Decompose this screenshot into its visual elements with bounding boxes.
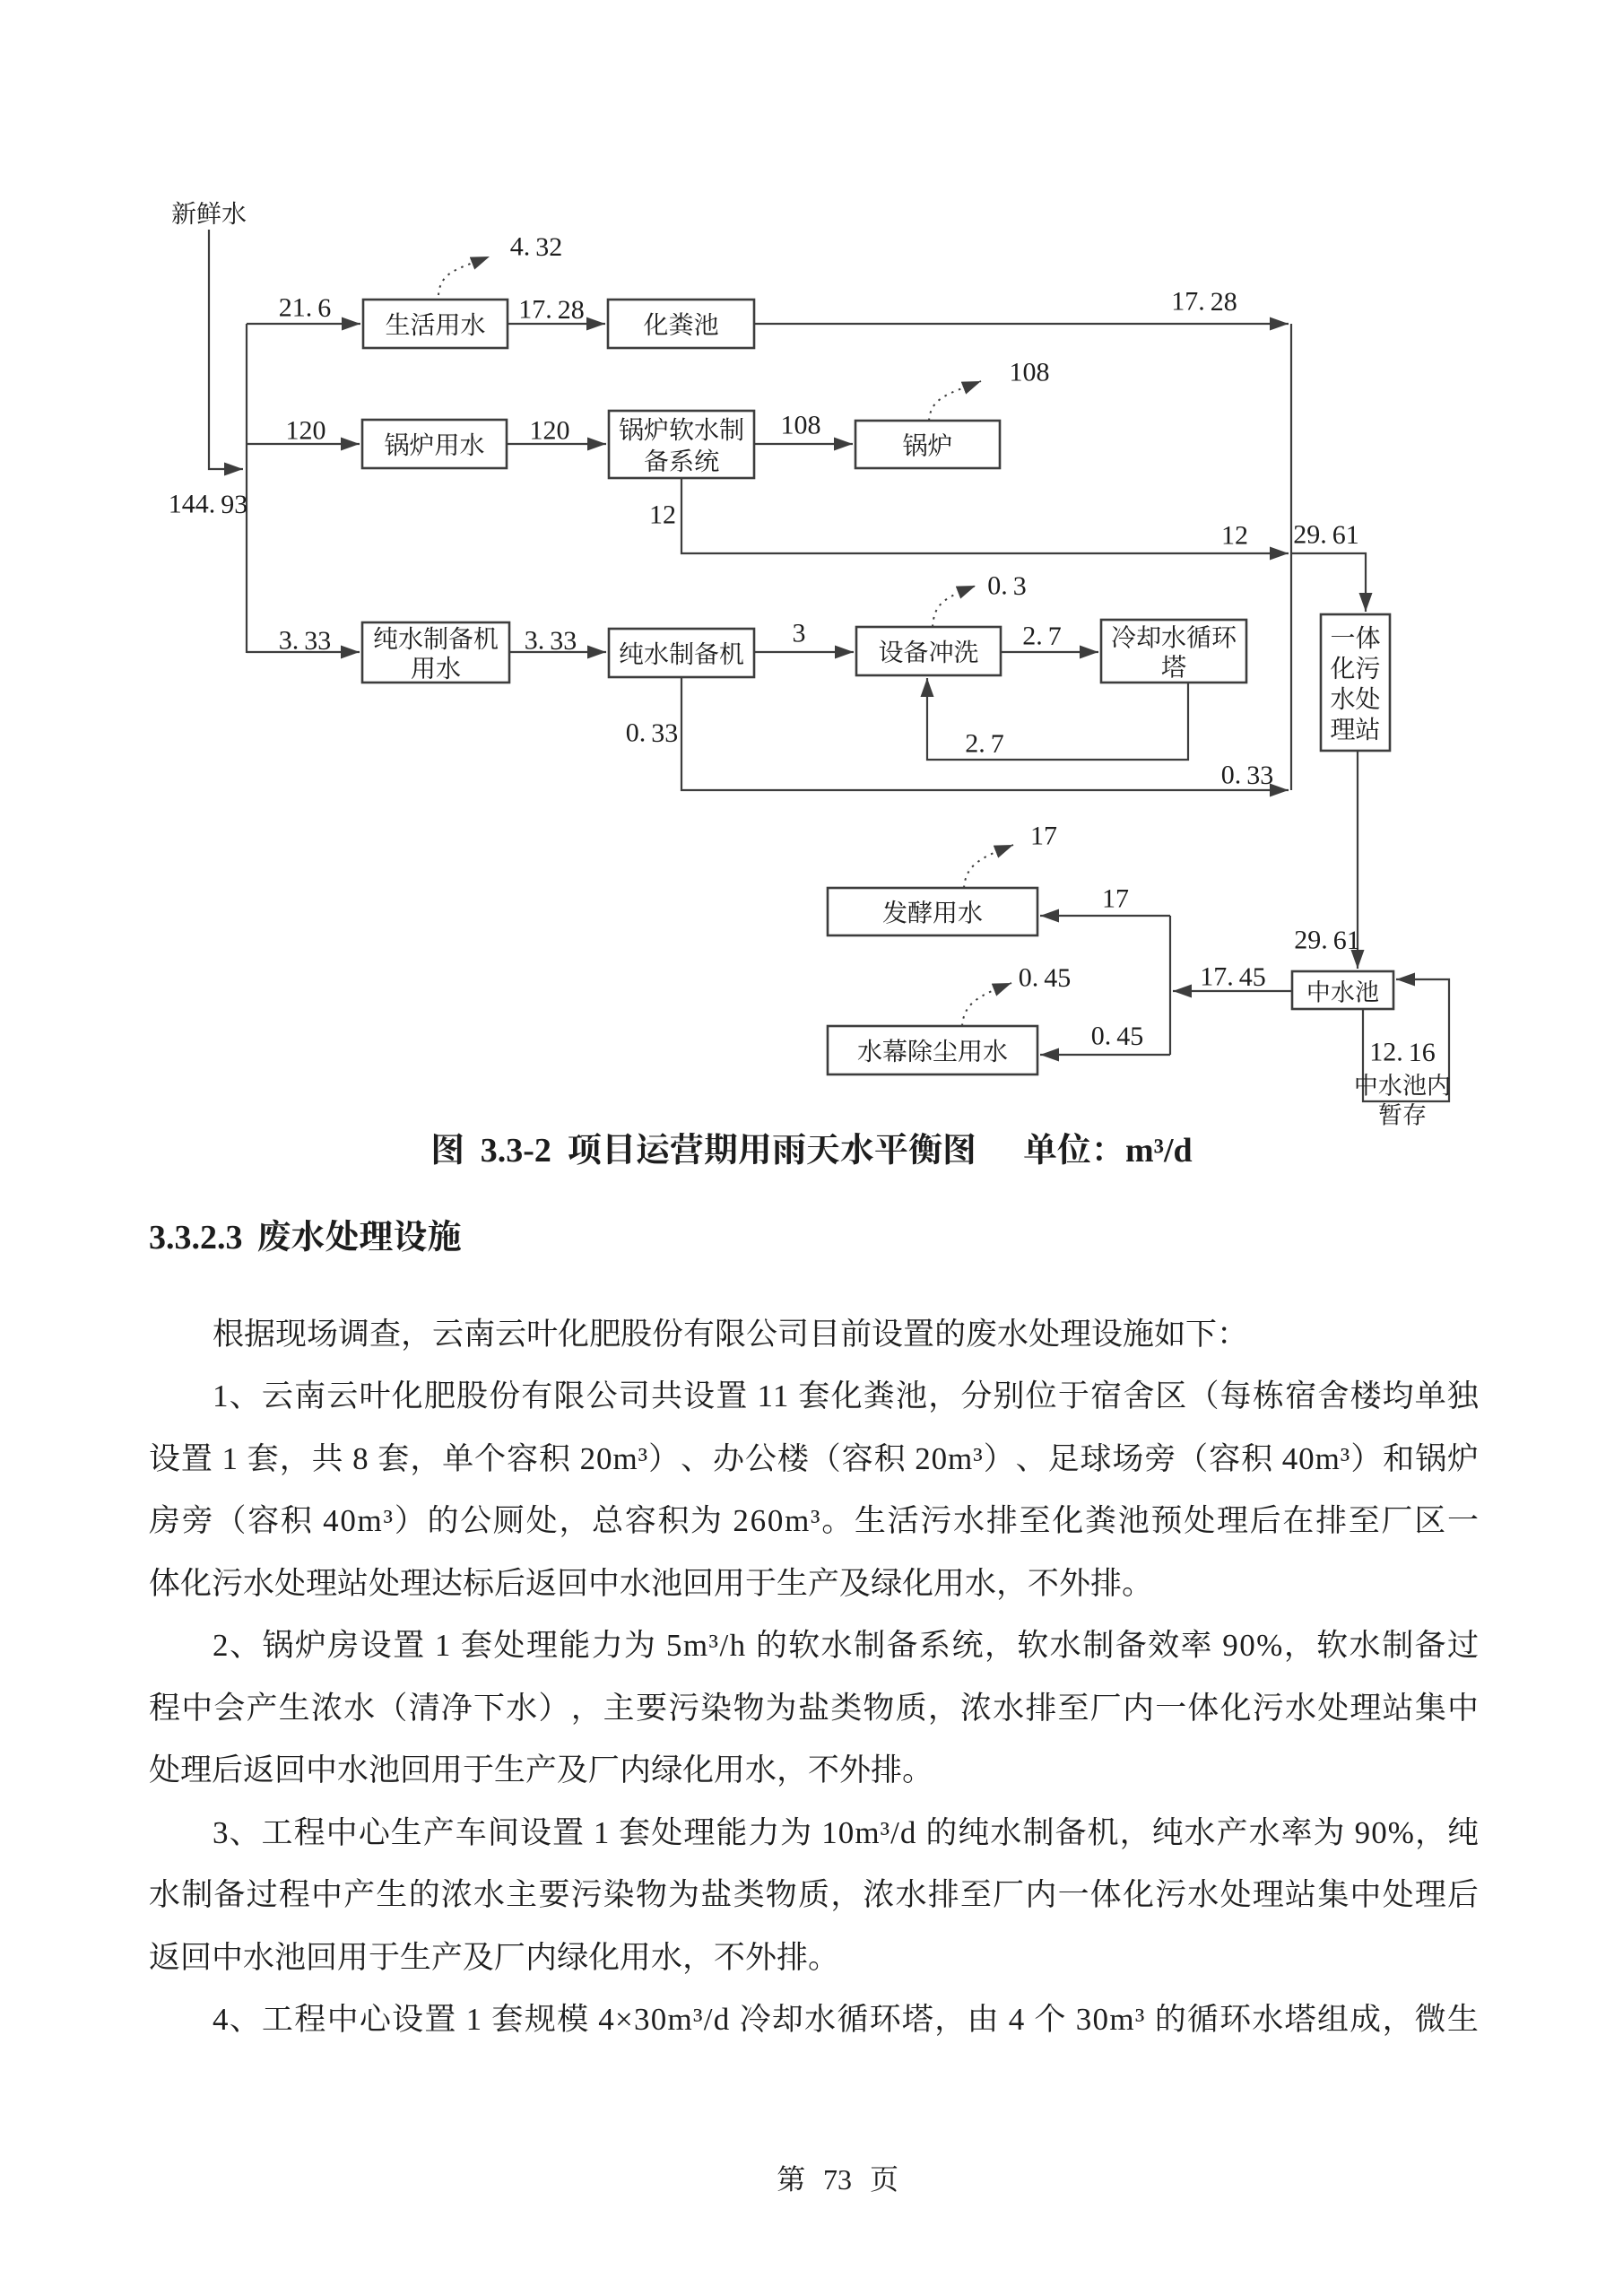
section-title: 废水处理设施 [256, 1219, 462, 1257]
node-label: 纯水制备机 [373, 620, 499, 656]
diagram-node-equipment-flushing: 设备冲洗 [855, 625, 1002, 677]
node-label: 中水池 [1306, 973, 1379, 1008]
diagram-label-storage-value: 12.16 [1369, 1038, 1436, 1067]
diagram-node-reclaimed-water-pool: 中水池 [1290, 970, 1395, 1011]
diagram-node-integrated-sewage-station: 一体化污水处理站 [1319, 613, 1392, 752]
diagram-label-flow-0-33-b: 0.33 [1221, 761, 1274, 790]
node-label: 设备冲洗 [878, 633, 978, 669]
diagram-label-flow-2-7-a: 2.7 [1022, 622, 1062, 651]
diagram-label-storage-note-2: 暂存 [1378, 1096, 1427, 1131]
paragraph-1-line-1: 根据现场调查，云南云叶化肥股份有限公司目前设置的废水处理设施如下： [213, 1317, 1249, 1352]
diagram-label-flow-12-a: 12 [649, 500, 676, 530]
paragraph-5-line-1: 4、工程中心设置 1 套规模 4×30m³/d 冷却水循环塔，由 4 个 30m… [213, 2002, 1480, 2037]
paragraph-4-line-2: 水制备过程中产生的浓水主要污染物为盐类物质，浓水排至厂内一体化污水处理站集中处理… [149, 1877, 1480, 1912]
diagram-label-flow-21-6: 21.6 [279, 293, 332, 323]
diagram-label-flow-120-b: 120 [530, 416, 570, 446]
figure-caption-title: 项目运营期用雨天水平衡图 [567, 1132, 976, 1170]
diagram-node-fermentation-water: 发酵用水 [826, 886, 1039, 937]
diagram-node-pure-water-machine: 纯水制备机 [607, 627, 756, 679]
flow-edge-fresh-water-feed [207, 230, 243, 476]
node-label: 水幕除尘用水 [857, 1032, 1008, 1068]
paragraph-3-line-1: 2、锅炉房设置 1 套处理能力为 5m³/h 的软水制备系统，软水制备效率 90… [213, 1628, 1480, 1663]
loss-arrow-flushing-loss [932, 585, 976, 628]
loss-value-boiler-loss: 108 [1010, 358, 1050, 387]
figure-caption: 图 3.3-2 项目运营期用雨天水平衡图 单位：m³/d [0, 1129, 1623, 1172]
loss-arrow-boiler-loss [928, 380, 982, 422]
node-label: 纯水制备机 [619, 635, 744, 671]
diagram-label-flow-17-28-a: 17.28 [518, 295, 585, 325]
diagram-label-flow-12-b: 12 [1221, 521, 1248, 551]
node-label: 生活用水 [385, 306, 485, 342]
diagram-label-flow-3-33-a: 3.33 [279, 626, 332, 656]
section-number: 3.3.2.3 [149, 1219, 243, 1257]
flow-edge-cooling-return [920, 678, 1190, 761]
loss-arrow-domestic-loss [438, 256, 490, 296]
flow-edge-machine-concentrate [680, 677, 1289, 797]
loss-value-domestic-loss: 4.32 [510, 232, 563, 262]
diagram-label-storage-note-1: 中水池内 [1354, 1066, 1451, 1101]
diagram-label-flow-3-33-b: 3.33 [525, 626, 577, 656]
paragraph-2-line-4: 体化污水处理站处理达标后返回中水池回用于生产及绿化用水，不外排。 [149, 1566, 1154, 1601]
diagram-label-flow-144-93: 144.93 [169, 490, 248, 519]
loss-value-water-curtain-loss: 0.45 [1019, 963, 1072, 993]
diagram-node-water-curtain-dedusting: 水幕除尘用水 [826, 1024, 1039, 1076]
node-label: 冷却水循环 [1111, 619, 1237, 655]
node-label: 用水 [411, 649, 461, 685]
node-label: 水处 [1330, 680, 1380, 716]
paragraph-4-line-1: 3、工程中心生产车间设置 1 套处理能力为 10m³/d 的纯水制备机，纯水产水… [213, 1815, 1480, 1850]
node-label: 备系统 [644, 442, 719, 478]
diagram-label-flow-17-28-b: 17.28 [1171, 287, 1237, 317]
diagram-label-flow-29-61-b: 29.61 [1294, 926, 1360, 955]
figure-caption-unit: 单位：m³/d [1022, 1132, 1193, 1170]
paragraph-3-line-3: 处理后返回中水池回用于生产及厂内绿化用水，不外排。 [149, 1752, 934, 1787]
paragraph-2-line-3: 房旁（容积 40m³）的公厕处，总容积为 260m³。生活污水排至化粪池预处理后… [149, 1503, 1480, 1538]
diagram-node-domestic-water: 生活用水 [361, 298, 509, 350]
section-heading: 3.3.2.3 废水处理设施 [149, 1216, 462, 1259]
figure-caption-number: 图 3.3-2 [430, 1132, 551, 1170]
node-label: 锅炉用水 [384, 426, 484, 462]
node-label: 锅炉 [902, 427, 952, 463]
loss-value-fermentation-loss: 17 [1030, 822, 1057, 851]
paragraph-4-line-3: 返回中水池回用于生产及厂内绿化用水，不外排。 [149, 1940, 840, 1975]
paragraph-2-line-1: 1、云南云叶化肥股份有限公司共设置 11 套化粪池，分别位于宿舍区（每栋宿舍楼均… [213, 1378, 1480, 1413]
diagram-node-boiler: 锅炉 [854, 419, 1002, 470]
diagram-label-flow-29-61-a: 29.61 [1293, 520, 1359, 550]
diagram-label-flow-17-45: 17.45 [1200, 962, 1266, 992]
flow-edge-collector-to-station [1291, 552, 1373, 612]
diagram-label-flow-3: 3 [793, 619, 806, 648]
node-label: 一体 [1330, 619, 1380, 655]
diagram-label-flow-120-a: 120 [286, 416, 326, 446]
diagram-node-cooling-tower: 冷却水循环塔 [1099, 619, 1248, 684]
node-label: 发酵用水 [882, 894, 983, 930]
paragraph-2-line-2: 设置 1 套，共 8 套，单个容积 20m³）、办公楼（容积 20m³）、足球场… [149, 1441, 1480, 1476]
node-label: 化粪池 [643, 306, 718, 342]
page-number: 第 73 页 [776, 2163, 898, 2196]
diagram-node-boiler-water: 锅炉用水 [360, 418, 508, 470]
node-label: 锅炉软水制 [619, 411, 744, 447]
loss-arrow-water-curtain-loss [961, 982, 1012, 1027]
diagram-node-septic-tank: 化粪池 [606, 298, 756, 350]
loss-value-flushing-loss: 0.3 [987, 571, 1027, 601]
diagram-label-flow-17: 17 [1102, 884, 1129, 914]
diagram-label-flow-0-33-a: 0.33 [626, 718, 679, 748]
paragraph-3-line-2: 程中会产生浓水（清净下水），主要污染物为盐类物质，浓水排至厂内一体化污水处理站集… [149, 1691, 1480, 1726]
node-label: 化污 [1330, 649, 1380, 685]
diagram-label-flow-2-7-b: 2.7 [965, 729, 1004, 759]
node-label: 理站 [1330, 710, 1380, 746]
flow-edge-pool-storage-loop [1361, 972, 1451, 1103]
node-label: 塔 [1161, 648, 1186, 684]
diagram-label-flow-0-45: 0.45 [1091, 1022, 1144, 1051]
loss-arrow-fermentation-loss [963, 844, 1014, 889]
diagram-label-flow-108-a: 108 [781, 411, 821, 440]
flow-edge-softening-concentrate [680, 478, 1289, 561]
diagram-label-fresh-water: 新鲜水 [171, 195, 247, 230]
